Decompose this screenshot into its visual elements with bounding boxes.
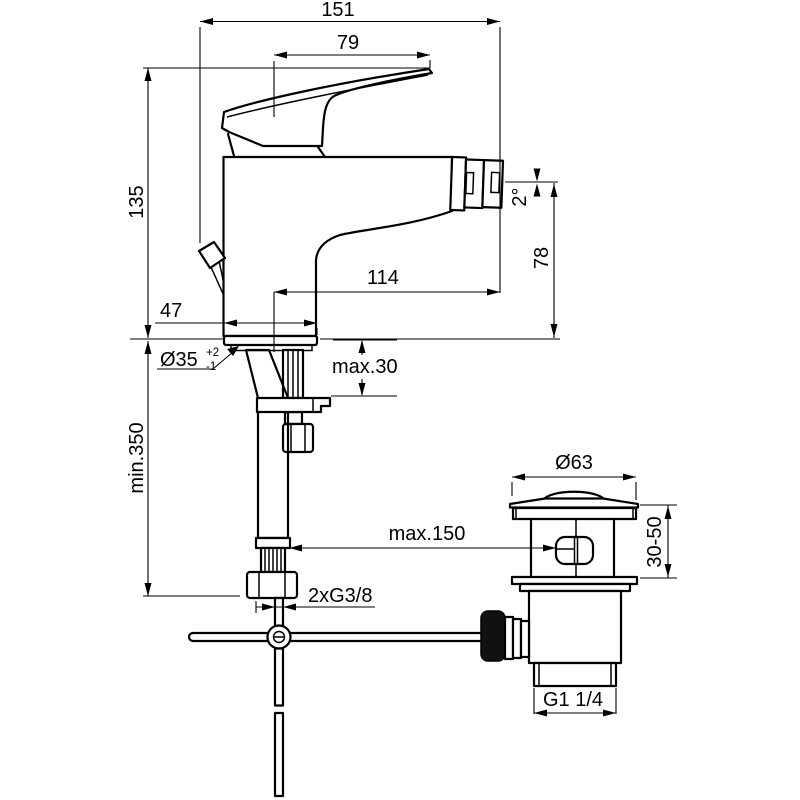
dim-135-label: 135: [126, 185, 148, 218]
supply-hose: [244, 348, 290, 540]
waste-upper-flange: [511, 506, 638, 521]
dim-30-50: 30-50: [640, 504, 677, 579]
handle-edge-line: [226, 74, 429, 118]
dim-supply-thread: 2xG3/8: [255, 585, 375, 613]
waste-tailpipe: [527, 589, 623, 665]
hose-corrugation: [259, 546, 287, 574]
dim-dia-63: Ø63: [511, 452, 637, 500]
dim-max-150-label: max.150: [389, 523, 466, 545]
faucet-body: [222, 155, 454, 338]
dim-78-label: 78: [531, 247, 553, 269]
dim-78: 78: [531, 183, 558, 338]
dim-47-label: 47: [160, 300, 182, 322]
dim-supply-thread-label: 2xG3/8: [308, 585, 372, 607]
dim-114: 114: [273, 267, 500, 352]
connector-clamp-rings: [503, 615, 531, 661]
mounting-nut: [281, 422, 315, 454]
base-gasket: [230, 344, 313, 352]
dim-114-label: 114: [367, 267, 399, 289]
pop-up-waste: [480, 490, 640, 688]
dim-dia-35-tol-plus: +2: [206, 347, 219, 359]
faucet: [197, 67, 505, 352]
dim-dia-63-label: Ø63: [555, 452, 593, 474]
supply-assembly: [244, 348, 332, 628]
dim-dia-35-tol-minus: -1: [206, 361, 216, 373]
horizontal-rod: [187, 631, 488, 643]
dim-angle-label: 2°: [509, 187, 531, 206]
dim-79: 79: [273, 32, 431, 117]
pull-rod-upper: [273, 647, 285, 707]
dim-151: 151: [199, 0, 501, 293]
rod-joint: [266, 624, 292, 650]
dim-max-150: max.150: [289, 523, 556, 552]
pop-up-linkage: [187, 624, 488, 798]
mounting-washer: [255, 396, 332, 414]
dim-drain-thread-label: G1 1/4: [543, 689, 603, 711]
dim-max-30: max.30: [331, 339, 398, 397]
reference-lines: [130, 67, 560, 597]
faucet-handle: [220, 67, 434, 148]
waste-body: [529, 517, 616, 579]
dim-47: 47: [155, 300, 318, 335]
cartridge-dome: [226, 132, 327, 159]
dim-135: 135: [126, 68, 152, 338]
base-flange: [222, 334, 319, 352]
dim-dia-35-label: Ø35: [160, 349, 198, 371]
dim-angle-2deg: 2°: [509, 168, 541, 207]
waste-thread: [532, 661, 618, 688]
rod-rubber-connector: [480, 610, 506, 662]
hose-nut: [245, 570, 299, 600]
pull-rod-lower: [273, 711, 285, 798]
dim-drain-thread: G1 1/4: [533, 688, 617, 717]
drain-knob: [197, 240, 227, 297]
hose-tail-tube: [273, 596, 285, 628]
waste-plug-saucer: [508, 497, 640, 509]
waste-lower-flange: [510, 575, 639, 593]
dim-dia-35: Ø35 +2 -1: [157, 346, 239, 373]
dim-min-350-label: min.350: [126, 422, 148, 493]
dim-min-350: min.350: [126, 341, 152, 596]
hose-ferrule: [254, 536, 292, 550]
aerator: [449, 155, 505, 212]
dim-79-label: 79: [337, 32, 359, 54]
dim-max-30-label: max.30: [332, 356, 398, 378]
dim-151-label: 151: [321, 0, 354, 21]
dim-30-50-label: 30-50: [644, 516, 666, 567]
